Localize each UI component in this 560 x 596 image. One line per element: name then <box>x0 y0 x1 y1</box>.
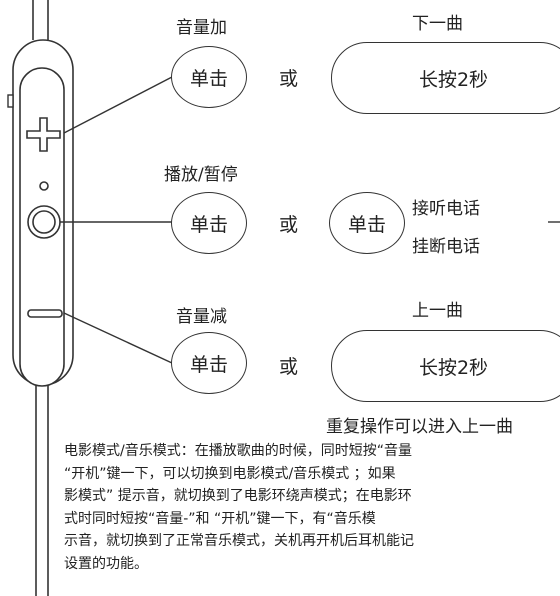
previous-track-heading: 上一曲 <box>412 301 463 321</box>
volume-up-press-button[interactable]: 单击 <box>171 46 247 108</box>
call-press-button[interactable]: 单击 <box>329 192 405 254</box>
volume-up-or-label: 或 <box>279 68 299 90</box>
description-line-1: 电影模式/音乐模式：在播放歌曲的时候，同时短按“音量 <box>64 443 412 459</box>
previous-track-longpress-button[interactable]: 长按2秒 <box>331 330 560 402</box>
volume-down-press-button[interactable]: 单击 <box>171 332 247 394</box>
description-line-6: 设置的功能。 <box>64 555 148 572</box>
minus-icon <box>27 309 63 318</box>
mode-description: 电影模式/音乐模式：在播放歌曲的时候，同时短按“音量 “开机”键一下，可以切换到… <box>64 440 560 576</box>
volume-down-or-label: 或 <box>279 356 299 378</box>
description-line-3: 影模式” 提示音，就切换到了电影环绕声模式；在电影环 <box>64 488 412 505</box>
answer-call-label: 接听电话 <box>412 199 480 219</box>
remote-side-notch <box>7 94 14 108</box>
next-track-heading: 下一曲 <box>412 14 463 34</box>
indicator-led-icon <box>39 181 49 191</box>
hangup-call-label: 挂断电话 <box>412 237 480 257</box>
play-pause-press-button[interactable]: 单击 <box>171 192 247 254</box>
play-pause-heading: 播放/暂停 <box>164 165 238 185</box>
play-pause-or-label: 或 <box>279 214 299 236</box>
volume-down-heading: 音量减 <box>176 307 227 327</box>
description-line-4: 式时同时短按“音量-”和 “开机”键一下，有“音乐模 <box>64 510 376 527</box>
volume-up-heading: 音量加 <box>176 18 227 38</box>
description-line-5: 示音，就切换到了正常音乐模式，关机再开机后耳机能记 <box>64 533 414 550</box>
plus-icon <box>26 117 61 152</box>
earphone-remote-illustration <box>7 0 74 596</box>
next-track-longpress-button[interactable]: 长按2秒 <box>331 42 560 114</box>
description-line-2: “开机”键一下，可以切换到电影模式/音乐模式 ；如果 <box>64 465 396 482</box>
repeat-note: 重复操作可以进入上一曲 <box>326 417 513 437</box>
